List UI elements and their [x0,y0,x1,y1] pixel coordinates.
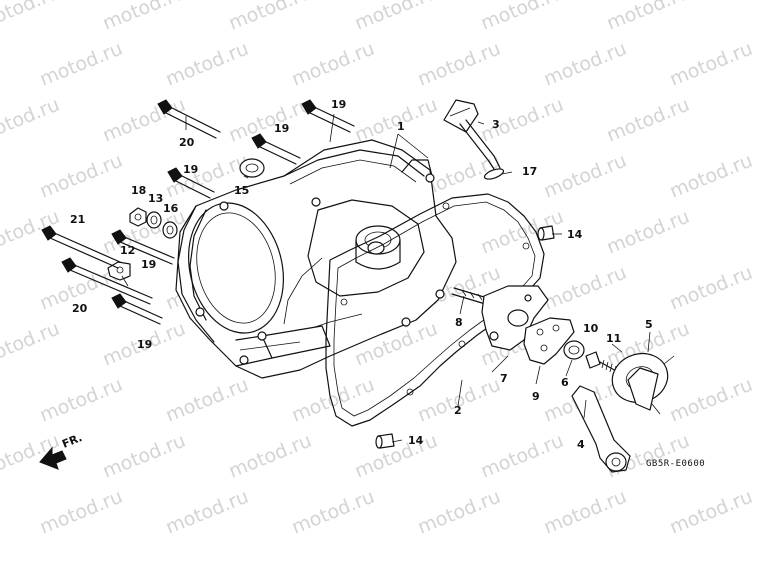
watermark-text: motod.ru [37,374,126,427]
callout-10: 10 [583,322,599,335]
watermark-text: motod.ru [667,38,756,91]
watermark-text: motod.ru [289,374,378,427]
watermark-text: motod.ru [0,318,63,371]
watermark-text: motod.ru [37,150,126,203]
watermark-text: motod.ru [163,486,252,539]
oil-seal [239,158,265,178]
watermark-text: motod.ru [415,486,504,539]
watermark-text: motod.ru [226,94,315,147]
watermark-text: motod.ru [478,0,567,35]
callout-19-c: 19 [183,163,198,176]
callout-19-d: 19 [141,258,156,271]
callout-14-bottom: 14 [408,434,424,447]
watermark-text: motod.ru [100,94,189,147]
washers-and-nut [129,207,178,239]
watermark-text: motod.ru [100,0,189,35]
clutch-lifter-arm [571,385,631,473]
callout-8: 8 [455,316,463,329]
callout-15: 15 [234,184,249,197]
callout-2: 2 [454,404,462,417]
watermark-text: motod.ru [604,206,693,259]
dowel-pins [375,225,555,449]
watermark-text: motod.ru [289,38,378,91]
callout-16: 16 [163,202,179,215]
callout-13: 13 [148,192,163,205]
watermark-text: motod.ru [667,374,756,427]
callout-12: 12 [120,244,135,257]
watermark-text: motod.ru [37,38,126,91]
callout-3: 3 [492,118,500,131]
watermark-text: motod.ru [604,0,693,35]
watermark-text: motod.ru [667,486,756,539]
watermark-text: motod.ru [289,486,378,539]
leader-lines [121,113,651,443]
oil-dipstick [443,99,505,180]
callout-6: 6 [561,376,569,389]
watermark-text: motod.ru [541,262,630,315]
watermark-text: motod.ru [352,0,441,35]
watermark-text: motod.ru [226,430,315,483]
clutch-lever-assembly [451,285,549,351]
watermark-text: motod.ru [0,0,63,35]
watermark-text: motod.ru [478,430,567,483]
callout-21: 21 [70,213,85,226]
watermark-text: motod.ru [541,38,630,91]
crankcase-cover [175,139,457,379]
callout-1: 1 [397,120,405,133]
watermark-text: motod.ru [667,150,756,203]
callout-9: 9 [532,390,540,403]
ball-retainer [611,343,675,415]
watermark-text: motod.ru [0,94,63,147]
callout-19-e: 19 [137,338,152,351]
callout-labels: 1 2 3 4 5 6 7 8 9 10 11 12 13 14 14 15 1… [70,98,653,451]
callout-11: 11 [606,332,621,345]
lever-seal [563,340,585,360]
watermark-text: motod.ru [37,486,126,539]
callout-4: 4 [577,438,585,451]
watermark-text: motod.ru [226,0,315,35]
watermark-text: motod.ru [415,38,504,91]
callout-19-a: 19 [331,98,346,111]
front-arrow-icon [39,446,67,470]
callout-7: 7 [500,372,508,385]
callout-14-top: 14 [567,228,583,241]
watermark-text: motod.ru [100,430,189,483]
watermark-text: motod.ru [163,374,252,427]
watermark-text: motod.ru [541,150,630,203]
callout-17: 17 [522,165,537,178]
watermark-text: motod.ru [541,486,630,539]
callout-5: 5 [645,318,653,331]
bolts [41,99,355,325]
watermark-text: motod.ru [352,430,441,483]
callout-18: 18 [131,184,146,197]
diagram-code: GB5R-E0600 [646,459,705,469]
watermark-text: motod.ru [478,94,567,147]
watermark-text: motod.ru [667,262,756,315]
callout-20-b: 20 [72,302,88,315]
front-label: FR. [60,431,84,451]
watermark-text: motod.ru [604,94,693,147]
watermark-text: motod.ru [163,38,252,91]
adjuster-plate [523,317,575,365]
callout-20-a: 20 [179,136,195,149]
callout-19-b: 19 [274,122,289,135]
